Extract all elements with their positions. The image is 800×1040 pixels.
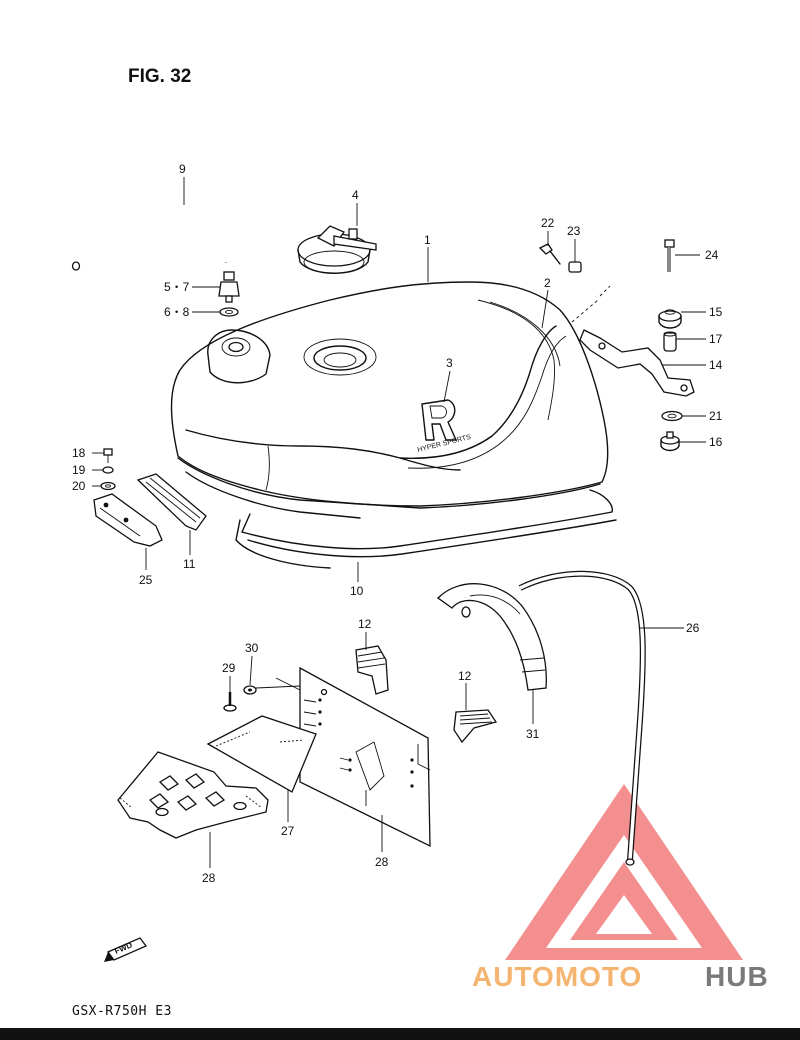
callout-15: 16 [709,435,723,449]
bottom-border-bar [0,1028,800,1040]
callout-16: 17 [709,332,723,346]
leader-lines [92,177,706,868]
callout-21: 22 [541,216,555,230]
tank-rear-bracket-13-part [579,329,695,397]
callout-19: 20 [72,479,86,493]
cushion-12-lower-part [453,709,498,744]
callout-1: 1 [424,233,431,247]
left-mount-bolt-part [100,448,116,491]
callout-27: 28 [202,871,216,885]
screw-29-part [223,692,237,712]
screw-alignment-line-2 [275,677,301,691]
cushion-12-upper-part [355,645,389,695]
rubber-mount-bracket-part [93,493,163,547]
bolt-21-part [538,243,561,265]
callout-4: 4 [352,188,359,202]
washer-30-part [243,685,257,695]
bolt-23-part [664,239,675,272]
callout-12-lower: 12 [458,669,472,683]
callout-9: 9 [179,162,186,176]
callout-26: 27 [281,824,295,838]
figure-title: FIG. 32 [128,66,191,87]
collar-22-part [568,261,582,273]
callout-6-8: 6・8 [164,305,190,319]
callout-23: 24 [705,248,719,262]
callout-20: 21 [709,409,723,423]
fuel-cap-part [297,225,377,274]
washer-20-part [661,410,683,422]
pad-26-part [206,715,317,793]
callout-11: 11 [183,557,196,571]
callout-31: 31 [526,727,540,741]
breather-hose-part [71,201,228,271]
callout-3: 3 [446,356,453,370]
callout-labels: 9 4 1 2 3 5・7 6・8 18 19 20 22 23 24 15 1… [72,162,723,885]
cushion-strip-part [136,473,207,531]
watermark-text-hub: HUB [705,961,769,992]
panel-28-part [299,666,431,848]
callout-2: 2 [544,276,551,290]
callout-30: 30 [245,641,259,655]
callout-22: 23 [567,224,581,238]
forward-arrow-icon: FWD [104,937,148,962]
fuel-tank-part: HYPER SPORTS [170,281,609,519]
callout-12-upper: 12 [358,617,372,631]
tank-guard-31-part [436,583,547,691]
breather-fitting-part [218,271,240,317]
tank-logo-decal: HYPER SPORTS [417,399,472,454]
plate-27-part [117,751,269,839]
collar-16-part [663,331,677,352]
long-hose-25-part [518,570,646,866]
tank-seal-part [235,489,617,569]
callout-10: 10 [350,584,364,598]
callout-18: 19 [72,463,86,477]
callout-14: 15 [709,305,723,319]
callout-24: 25 [139,573,153,587]
watermark-logo: AUTOMOTO HUB [472,784,769,992]
callout-17: 18 [72,446,86,460]
callout-29: 29 [222,661,236,675]
callout-13: 14 [709,358,723,372]
watermark-text-automoto: AUTOMOTO [472,961,642,992]
callout-28: 28 [375,855,389,869]
cushion-14-part [658,309,682,329]
model-code: GSX-R750H E3 [72,1004,172,1019]
callout-5-7: 5・7 [164,280,190,294]
cushion-15-part [660,431,680,452]
callout-25: 26 [686,621,700,635]
